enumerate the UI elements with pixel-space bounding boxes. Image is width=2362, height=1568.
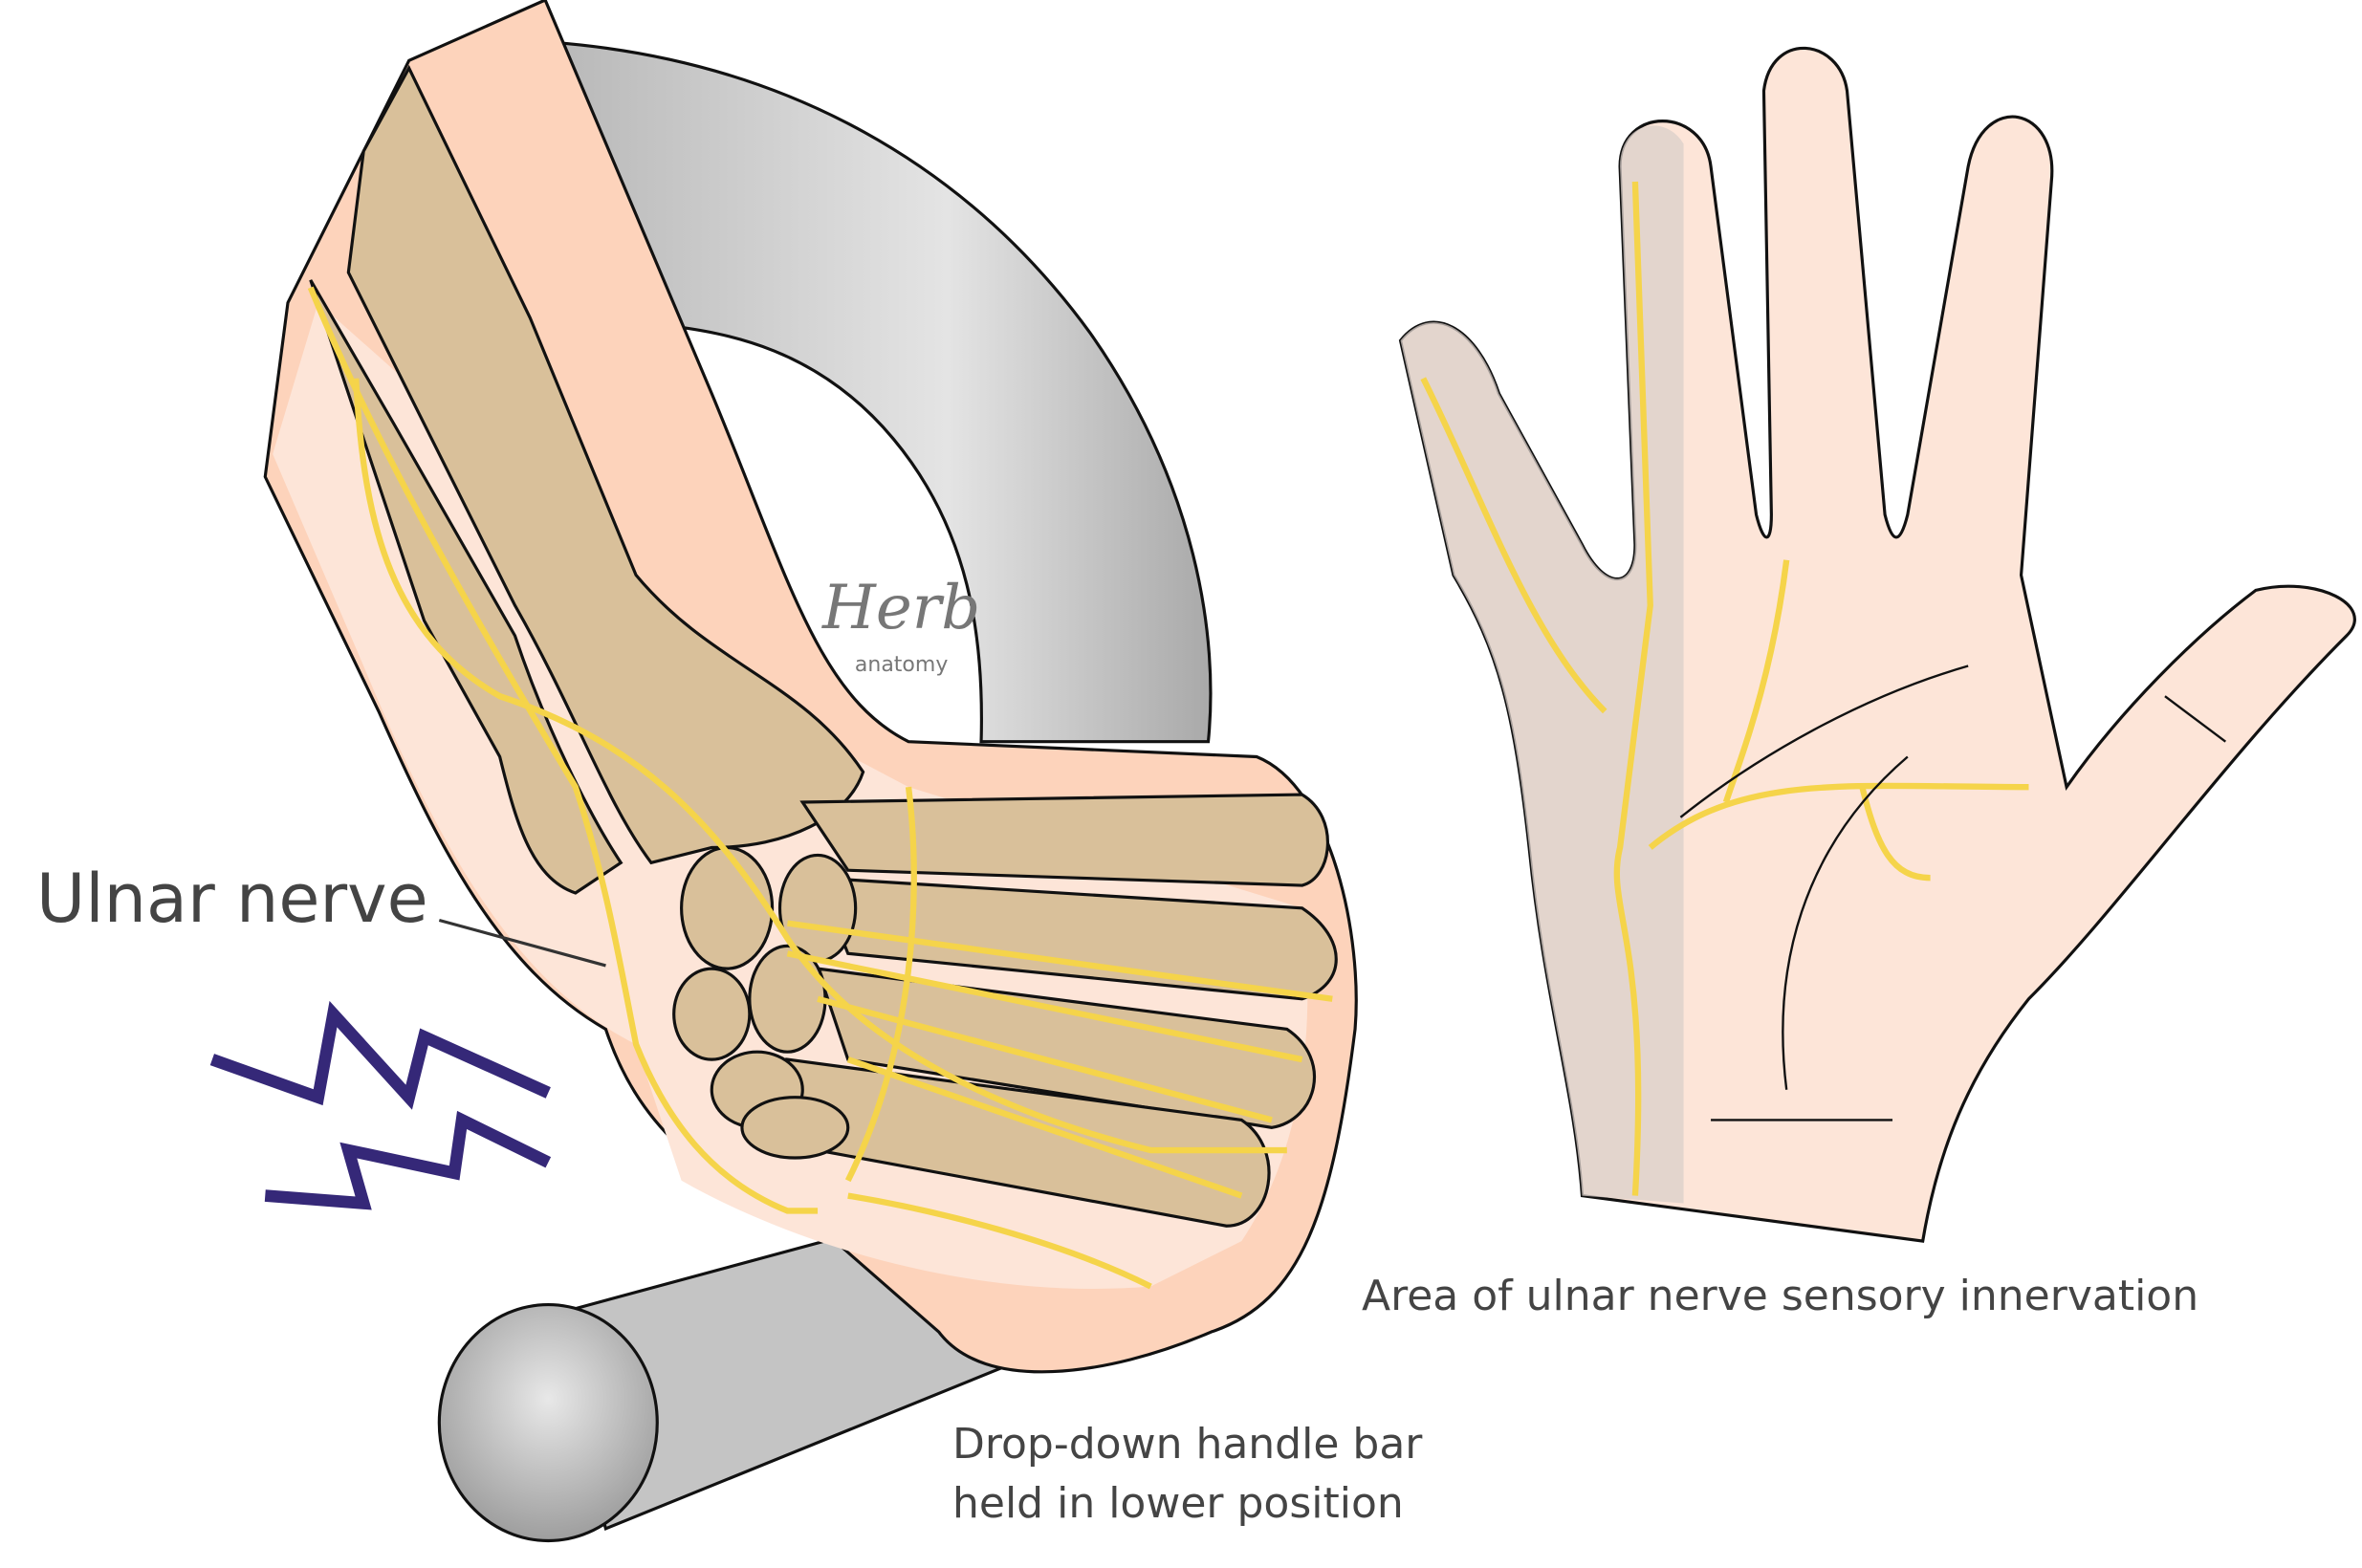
pain-lightning-icon [209,1000,552,1210]
ulnar-nerve-label: Ulnar nerve [36,860,428,938]
handlebar-caption-line2: held in lower position [952,1479,1404,1528]
palm-creases [1679,664,2226,1122]
herb-anatomy-watermark: Herb anatomy [822,570,980,679]
watermark-sub: anatomy [854,653,949,677]
watermark-brand: Herb [822,573,981,643]
handlebar-end-cap [437,1302,659,1543]
sensory-area-label: Area of ulnar nerve sensory innervation [1362,1272,2199,1320]
ulnar-nerve-leader [438,918,606,968]
handlebar-caption-line1: Drop-down handle bar [952,1420,1423,1469]
bones [309,64,1338,1228]
hand-nerves [1420,181,2029,1196]
handlebar-upper [550,40,1213,744]
handlebar-caption: Drop-down handle bar held in lower posit… [952,1415,1422,1534]
nerves [307,286,1333,1290]
ulnar-sensory-zone [1400,125,1684,1204]
